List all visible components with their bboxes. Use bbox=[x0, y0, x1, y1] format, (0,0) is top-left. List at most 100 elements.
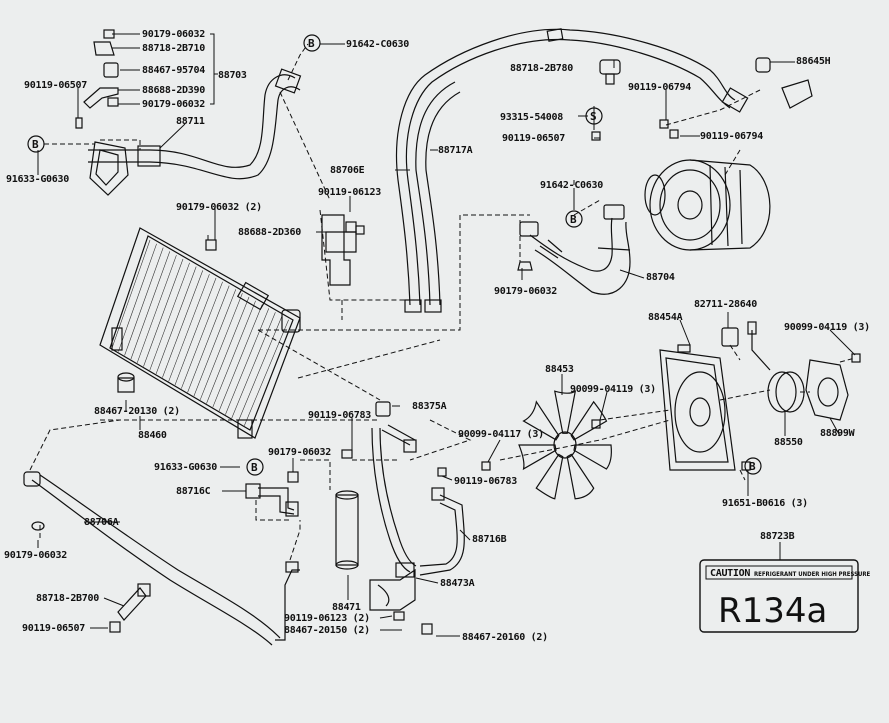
label-88717A: 88717A bbox=[438, 145, 473, 156]
marker-b-bottom: B bbox=[246, 458, 264, 476]
label-88453: 88453 bbox=[545, 364, 574, 375]
label-91633-G0630: 91633-G0630 bbox=[6, 174, 69, 185]
fan-blade bbox=[522, 400, 560, 441]
pipe-88706A bbox=[23, 471, 300, 646]
label-90099-04119-3: 90099-04119 (3) bbox=[570, 384, 656, 395]
condenser-fin bbox=[187, 285, 230, 393]
label-90179-06032: 90179-06032 bbox=[4, 550, 67, 561]
label-90119-06507: 90119-06507 bbox=[22, 623, 85, 634]
label-88550: 88550 bbox=[774, 437, 803, 448]
suction-pipes-88717A bbox=[395, 28, 749, 313]
label-90119-06794: 90119-06794 bbox=[700, 131, 763, 142]
label-93315-54008: 93315-54008 bbox=[500, 112, 563, 123]
label-90119-06794: 90119-06794 bbox=[628, 82, 691, 93]
condenser-fin bbox=[130, 251, 171, 360]
label-90119-06123: 90119-06123 bbox=[318, 187, 381, 198]
fan-blade bbox=[570, 400, 608, 441]
marker-b-compressor: B bbox=[565, 210, 583, 228]
fan-hub bbox=[553, 431, 577, 459]
label-88716C: 88716C bbox=[176, 486, 211, 497]
clamp-88718-2B780 bbox=[599, 59, 621, 85]
label-90179-06032: 90179-06032 bbox=[142, 29, 205, 40]
label-88467-20160-2: 88467-20160 (2) bbox=[462, 632, 548, 643]
label-91651-B0616-3: 91651-B0616 (3) bbox=[722, 498, 808, 509]
label-91642-C0630: 91642-C0630 bbox=[346, 39, 409, 50]
marker-b-text: B bbox=[308, 37, 315, 50]
label-88473A: 88473A bbox=[440, 578, 475, 589]
label-88716B: 88716B bbox=[472, 534, 507, 545]
marker-b-text: B bbox=[251, 461, 258, 474]
condenser-fin bbox=[118, 243, 157, 352]
condenser-fin bbox=[206, 296, 250, 404]
condenser-fin bbox=[174, 277, 217, 386]
label-90099-04117-3: 90099-04117 (3) bbox=[458, 429, 544, 440]
condenser-fin bbox=[111, 239, 151, 349]
label-88718-2B780: 88718-2B780 bbox=[510, 63, 573, 74]
discharge-hose-88711 bbox=[88, 68, 302, 196]
bracket-88473A bbox=[369, 562, 416, 611]
label-91633-G0630: 91633-G0630 bbox=[154, 462, 217, 473]
label-90119-06123-2: 90119-06123 (2) bbox=[284, 613, 370, 624]
label-88688-2D360: 88688-2D360 bbox=[238, 227, 301, 238]
pipe-88716C bbox=[245, 483, 299, 517]
marker-b-text: B bbox=[570, 213, 577, 226]
label-88711: 88711 bbox=[176, 116, 205, 127]
condenser-fin bbox=[218, 304, 263, 412]
label-88718-2B700: 88718-2B700 bbox=[36, 593, 99, 604]
condenser-fin bbox=[212, 300, 256, 408]
marker-b-left: B bbox=[27, 135, 45, 153]
fan-shroud-88454A bbox=[659, 344, 736, 471]
condenser-fin bbox=[149, 262, 190, 371]
label-88706A: 88706A bbox=[84, 517, 119, 528]
label-88454A: 88454A bbox=[648, 312, 683, 323]
label-90179-06032: 90179-06032 bbox=[494, 286, 557, 297]
label-82711-28640: 82711-28640 bbox=[694, 299, 757, 310]
label-90119-06783: 90119-06783 bbox=[308, 410, 371, 421]
condenser-fin bbox=[162, 270, 204, 378]
fan-blade bbox=[535, 453, 564, 500]
part-labels: 90179-06032 88718-2B710 88467-95704 8870… bbox=[4, 29, 870, 643]
label-90179-06032-2: 90179-06032 (2) bbox=[176, 202, 262, 213]
marker-s: S bbox=[585, 107, 603, 125]
refrigerant-type: R134a bbox=[718, 591, 827, 631]
label-90179-06032: 90179-06032 bbox=[268, 447, 331, 458]
label-88460: 88460 bbox=[138, 430, 167, 441]
label-90119-06507: 90119-06507 bbox=[24, 80, 87, 91]
label-88467-20150-2: 88467-20150 (2) bbox=[284, 625, 370, 636]
fan-motor-88550 bbox=[747, 321, 805, 413]
condenser-fin bbox=[225, 308, 270, 415]
condenser-fin bbox=[244, 319, 289, 426]
label-90119-06783: 90119-06783 bbox=[454, 476, 517, 487]
connector-82711-28640 bbox=[721, 327, 739, 347]
label-90119-06507: 90119-06507 bbox=[502, 133, 565, 144]
condenser-fin bbox=[124, 247, 164, 356]
condenser-fin bbox=[143, 258, 184, 367]
fan-blade bbox=[566, 453, 595, 500]
marker-b-shroud: B bbox=[744, 457, 762, 475]
label-88706E: 88706E bbox=[330, 165, 365, 176]
label-88723B: 88723B bbox=[760, 531, 795, 542]
marker-s-text: S bbox=[590, 110, 597, 123]
label-88467-95704: 88467-95704 bbox=[142, 65, 205, 76]
caution-title: CAUTION bbox=[710, 568, 750, 579]
marker-b-text: B bbox=[749, 460, 756, 473]
small-nuts-bolts bbox=[109, 119, 861, 635]
marker-b-text: B bbox=[32, 138, 39, 151]
solid-leader-lines bbox=[37, 33, 856, 637]
label-88375A: 88375A bbox=[412, 401, 447, 412]
label-88703: 88703 bbox=[218, 70, 247, 81]
pipe-88716B bbox=[371, 401, 465, 576]
label-90179-06032: 90179-06032 bbox=[142, 99, 205, 110]
compressor bbox=[644, 159, 771, 251]
condenser-fin bbox=[155, 266, 197, 375]
receiver-dryer-88471 bbox=[335, 490, 359, 570]
condenser-fin bbox=[199, 293, 243, 400]
label-91642-C0630: 91642-C0630 bbox=[540, 180, 603, 191]
marker-b-top: B bbox=[303, 34, 321, 52]
fitting-88645H bbox=[755, 57, 813, 109]
dashed-leader-lines bbox=[29, 43, 856, 561]
small-fittings-88703 bbox=[75, 29, 119, 129]
label-88467-20130-2: 88467-20130 (2) bbox=[94, 406, 180, 417]
